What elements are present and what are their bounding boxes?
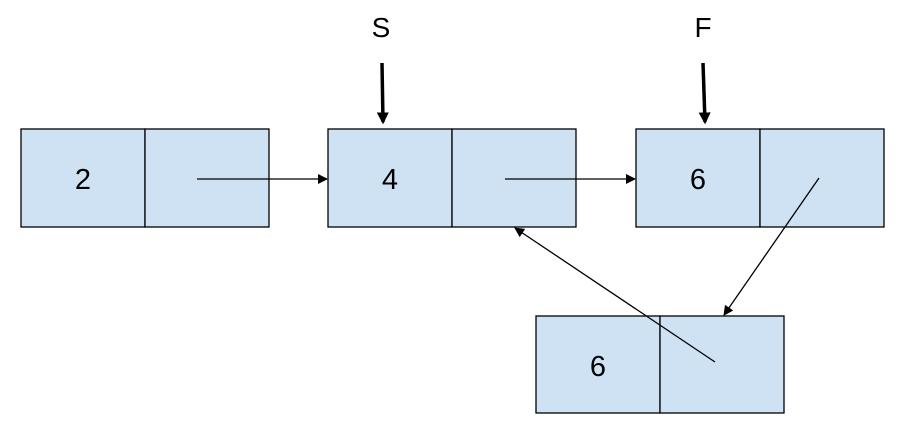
node-next-cell [659, 315, 785, 414]
node-next-cell [451, 128, 577, 228]
node-next-cell [759, 128, 885, 228]
list-node: 6 [535, 315, 785, 414]
pointer-f-label: F [694, 12, 711, 43]
node-value: 2 [75, 164, 91, 196]
node-next-cell [144, 128, 270, 228]
pointer-f: F [694, 12, 712, 125]
pointer-s-arrow [376, 62, 389, 125]
list-node: 6 [635, 128, 885, 228]
link-arrow-3-to-4 [723, 177, 820, 316]
pointer-s-label: S [372, 12, 391, 43]
list-node: 2 [20, 128, 270, 228]
pointer-s: S [372, 12, 391, 125]
node-value-cell [535, 315, 661, 414]
node-value: 4 [382, 164, 398, 196]
pointer-f-arrow [698, 62, 711, 125]
node-value-cell [20, 128, 146, 228]
list-node: 4 [327, 128, 577, 228]
node-value-cell [635, 128, 761, 228]
node-value: 6 [690, 164, 706, 196]
node-value: 6 [590, 351, 606, 383]
node-value-cell [327, 128, 453, 228]
link-arrow-4-to-2 [514, 227, 716, 363]
